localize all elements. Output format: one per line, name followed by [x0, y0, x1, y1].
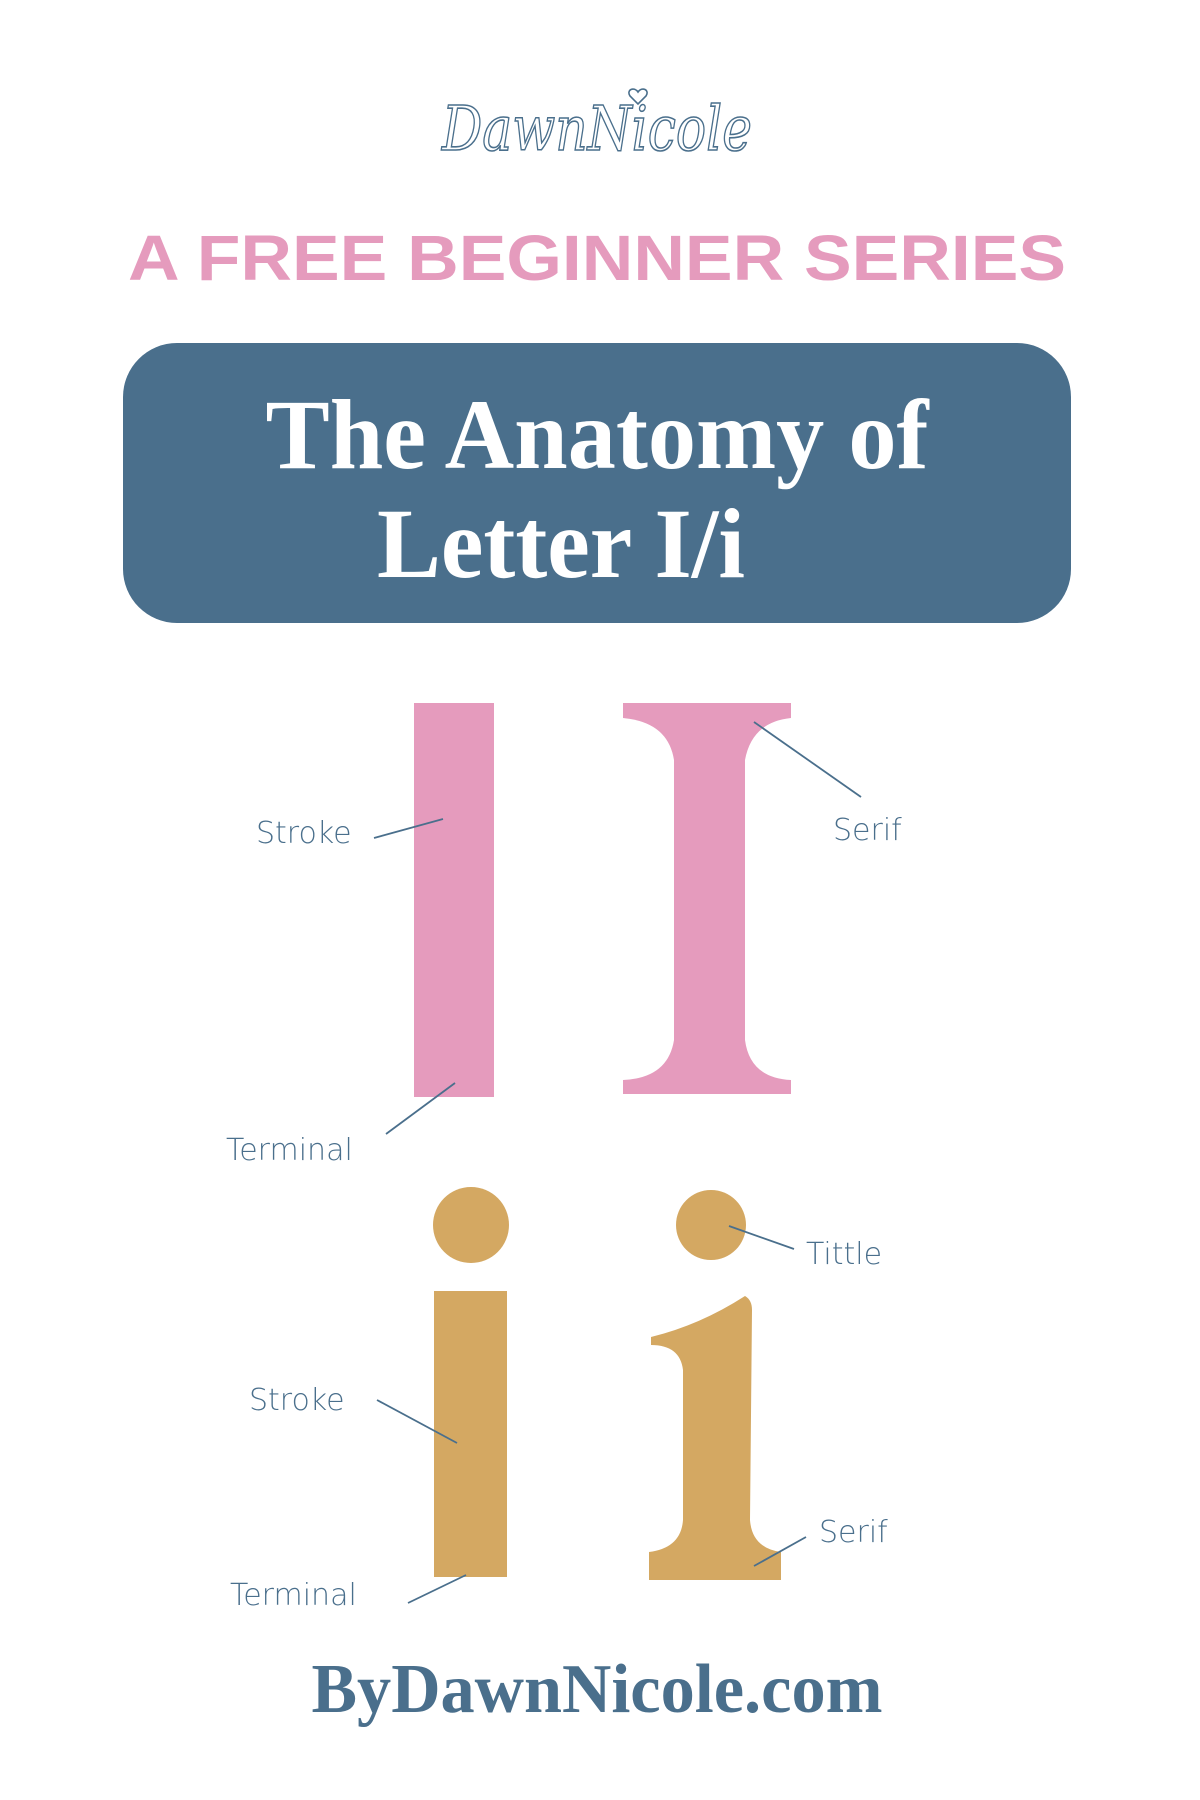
leader-tittle [728, 1225, 795, 1250]
footer-website[interactable]: ByDawnNicole.com [312, 1651, 883, 1728]
title-line-2: Letter I/i [377, 488, 745, 599]
label-terminal-lower: Terminal [230, 1578, 357, 1613]
label-stroke-upper: Stroke [256, 816, 352, 851]
leader-terminal-lower [407, 1574, 467, 1604]
leader-serif-lower [753, 1536, 807, 1567]
leader-stroke-lower [376, 1399, 458, 1444]
lowercase-serif-i [649, 1296, 781, 1580]
tittle-serif [676, 1190, 746, 1260]
title-box [123, 343, 1071, 623]
heart-icon [628, 88, 648, 106]
label-serif-lower: Serif [819, 1515, 888, 1550]
lowercase-sans-i [434, 1291, 507, 1577]
uppercase-serif-i [623, 703, 791, 1094]
label-serif-upper: Serif [833, 813, 902, 848]
leader-serif-upper [753, 721, 862, 798]
leader-stroke-upper [373, 818, 444, 839]
series-heading: A FREE BEGINNER SERIES [128, 222, 1066, 294]
label-terminal-upper: Terminal [226, 1133, 353, 1168]
label-stroke-lower: Stroke [249, 1383, 345, 1418]
uppercase-sans-i [414, 703, 494, 1097]
title-line-1: The Anatomy of [266, 379, 931, 490]
tittle-sans [433, 1187, 509, 1263]
logo: DawnNicole [441, 92, 752, 165]
leader-terminal-upper [385, 1082, 456, 1135]
label-tittle: Tittle [806, 1237, 882, 1272]
